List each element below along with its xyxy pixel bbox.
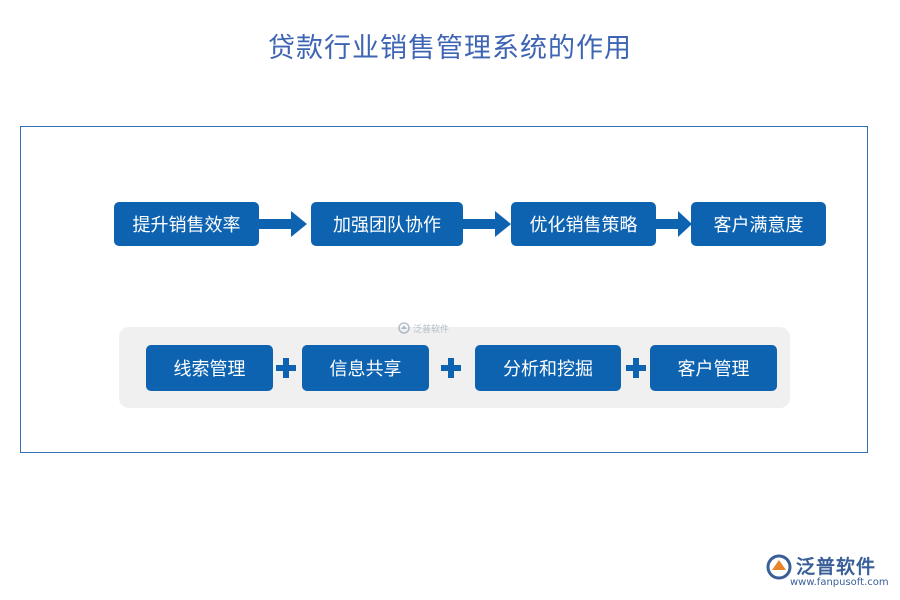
watermark-text: 泛普软件 (413, 324, 450, 335)
diagram-frame (20, 126, 868, 453)
watermark: 泛普软件 (398, 321, 458, 335)
flow-arrow-1-icon (259, 211, 307, 237)
brand-name: 泛普软件 (796, 556, 877, 578)
plus-3-icon (626, 358, 646, 378)
feature-item-4: 客户管理 (650, 345, 777, 391)
feature-item-1: 线索管理 (146, 345, 273, 391)
flow-step-4: 客户满意度 (691, 202, 826, 246)
flow-step-3: 优化销售策略 (511, 202, 656, 246)
feature-item-2: 信息共享 (302, 345, 429, 391)
brand-logo: 泛普软件 www.fanpusoft.com (766, 552, 892, 594)
feature-item-3: 分析和挖掘 (475, 345, 621, 391)
flow-step-1: 提升销售效率 (114, 202, 259, 246)
flow-arrow-2-icon (463, 211, 511, 237)
plus-2-icon (441, 358, 461, 378)
brand-logo-icon (766, 554, 792, 580)
flow-step-2: 加强团队协作 (311, 202, 463, 246)
page-title: 贷款行业销售管理系统的作用 (268, 33, 632, 64)
plus-1-icon (276, 358, 296, 378)
flow-arrow-3-icon (656, 211, 692, 237)
brand-url: www.fanpusoft.com (790, 577, 889, 588)
watermark-logo-icon (398, 322, 410, 334)
